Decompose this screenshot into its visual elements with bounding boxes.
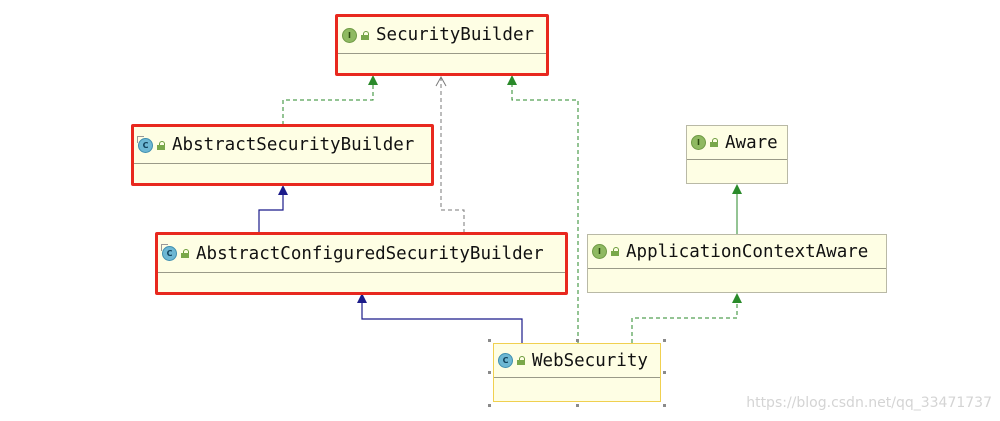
edge-abstract-security-builder-implements-security-builder — [282, 84, 374, 125]
arrowhead-green — [368, 75, 378, 85]
edge-abstract-configured-depends-security-builder — [440, 77, 465, 233]
interface-icon: I — [342, 27, 357, 43]
node-label: AbstractConfiguredSecurityBuilder — [196, 243, 544, 264]
edge-web-security-implements-application-context-aware — [631, 303, 738, 343]
class-icon: C — [498, 353, 513, 368]
node-label: AbstractSecurityBuilder — [172, 135, 415, 155]
edge-web-security-implements-security-builder — [511, 84, 579, 343]
node-label: WebSecurity — [532, 350, 648, 371]
selection-handle[interactable] — [576, 339, 579, 342]
arrowhead-open-gray — [435, 75, 447, 87]
selection-handle[interactable] — [576, 404, 579, 407]
arrowhead-navy — [278, 185, 288, 195]
public-lock-icon — [517, 356, 525, 365]
public-lock-icon — [157, 140, 165, 150]
arrowhead-green — [507, 75, 517, 85]
node-header: C WebSecurity — [494, 344, 660, 378]
node-label: Aware — [725, 132, 778, 153]
node-abstract-security-builder[interactable]: C AbstractSecurityBuilder — [131, 124, 434, 186]
public-lock-icon — [181, 249, 189, 258]
node-header: C AbstractSecurityBuilder — [134, 127, 431, 164]
arrowhead-green — [732, 293, 742, 303]
arrowhead-green — [732, 184, 742, 194]
interface-icon: I — [592, 244, 607, 259]
public-lock-icon — [710, 138, 718, 147]
node-header: I Aware — [687, 126, 787, 160]
node-application-context-aware[interactable]: I ApplicationContextAware — [587, 234, 887, 293]
arrowhead-navy — [357, 293, 367, 303]
selection-handle[interactable] — [663, 339, 666, 342]
node-header: I SecurityBuilder — [338, 17, 546, 54]
interface-icon: I — [691, 135, 706, 150]
node-abstract-configured-security-builder[interactable]: C AbstractConfiguredSecurityBuilder — [155, 232, 568, 295]
selection-handle[interactable] — [488, 404, 491, 407]
node-header: C AbstractConfiguredSecurityBuilder — [158, 235, 565, 273]
selection-handle[interactable] — [488, 339, 491, 342]
selection-handle[interactable] — [488, 371, 491, 374]
node-security-builder[interactable]: I SecurityBuilder — [335, 14, 549, 76]
edge-web-security-extends-abstract-configured — [361, 303, 523, 343]
node-label: ApplicationContextAware — [626, 241, 869, 262]
public-lock-icon — [611, 247, 619, 256]
selection-handle[interactable] — [663, 404, 666, 407]
abstract-class-icon: C — [137, 135, 153, 153]
node-label: SecurityBuilder — [376, 25, 535, 45]
public-lock-icon — [361, 30, 369, 40]
node-aware[interactable]: I Aware — [686, 125, 788, 184]
edge-abstract-configured-extends-abstract-security-builder — [258, 195, 284, 233]
selection-handle[interactable] — [663, 371, 666, 374]
node-web-security[interactable]: C WebSecurity — [493, 343, 661, 402]
node-header: I ApplicationContextAware — [588, 235, 886, 269]
watermark-text: https://blog.csdn.net/qq_33471737 — [746, 395, 992, 411]
abstract-class-icon: C — [161, 244, 177, 261]
